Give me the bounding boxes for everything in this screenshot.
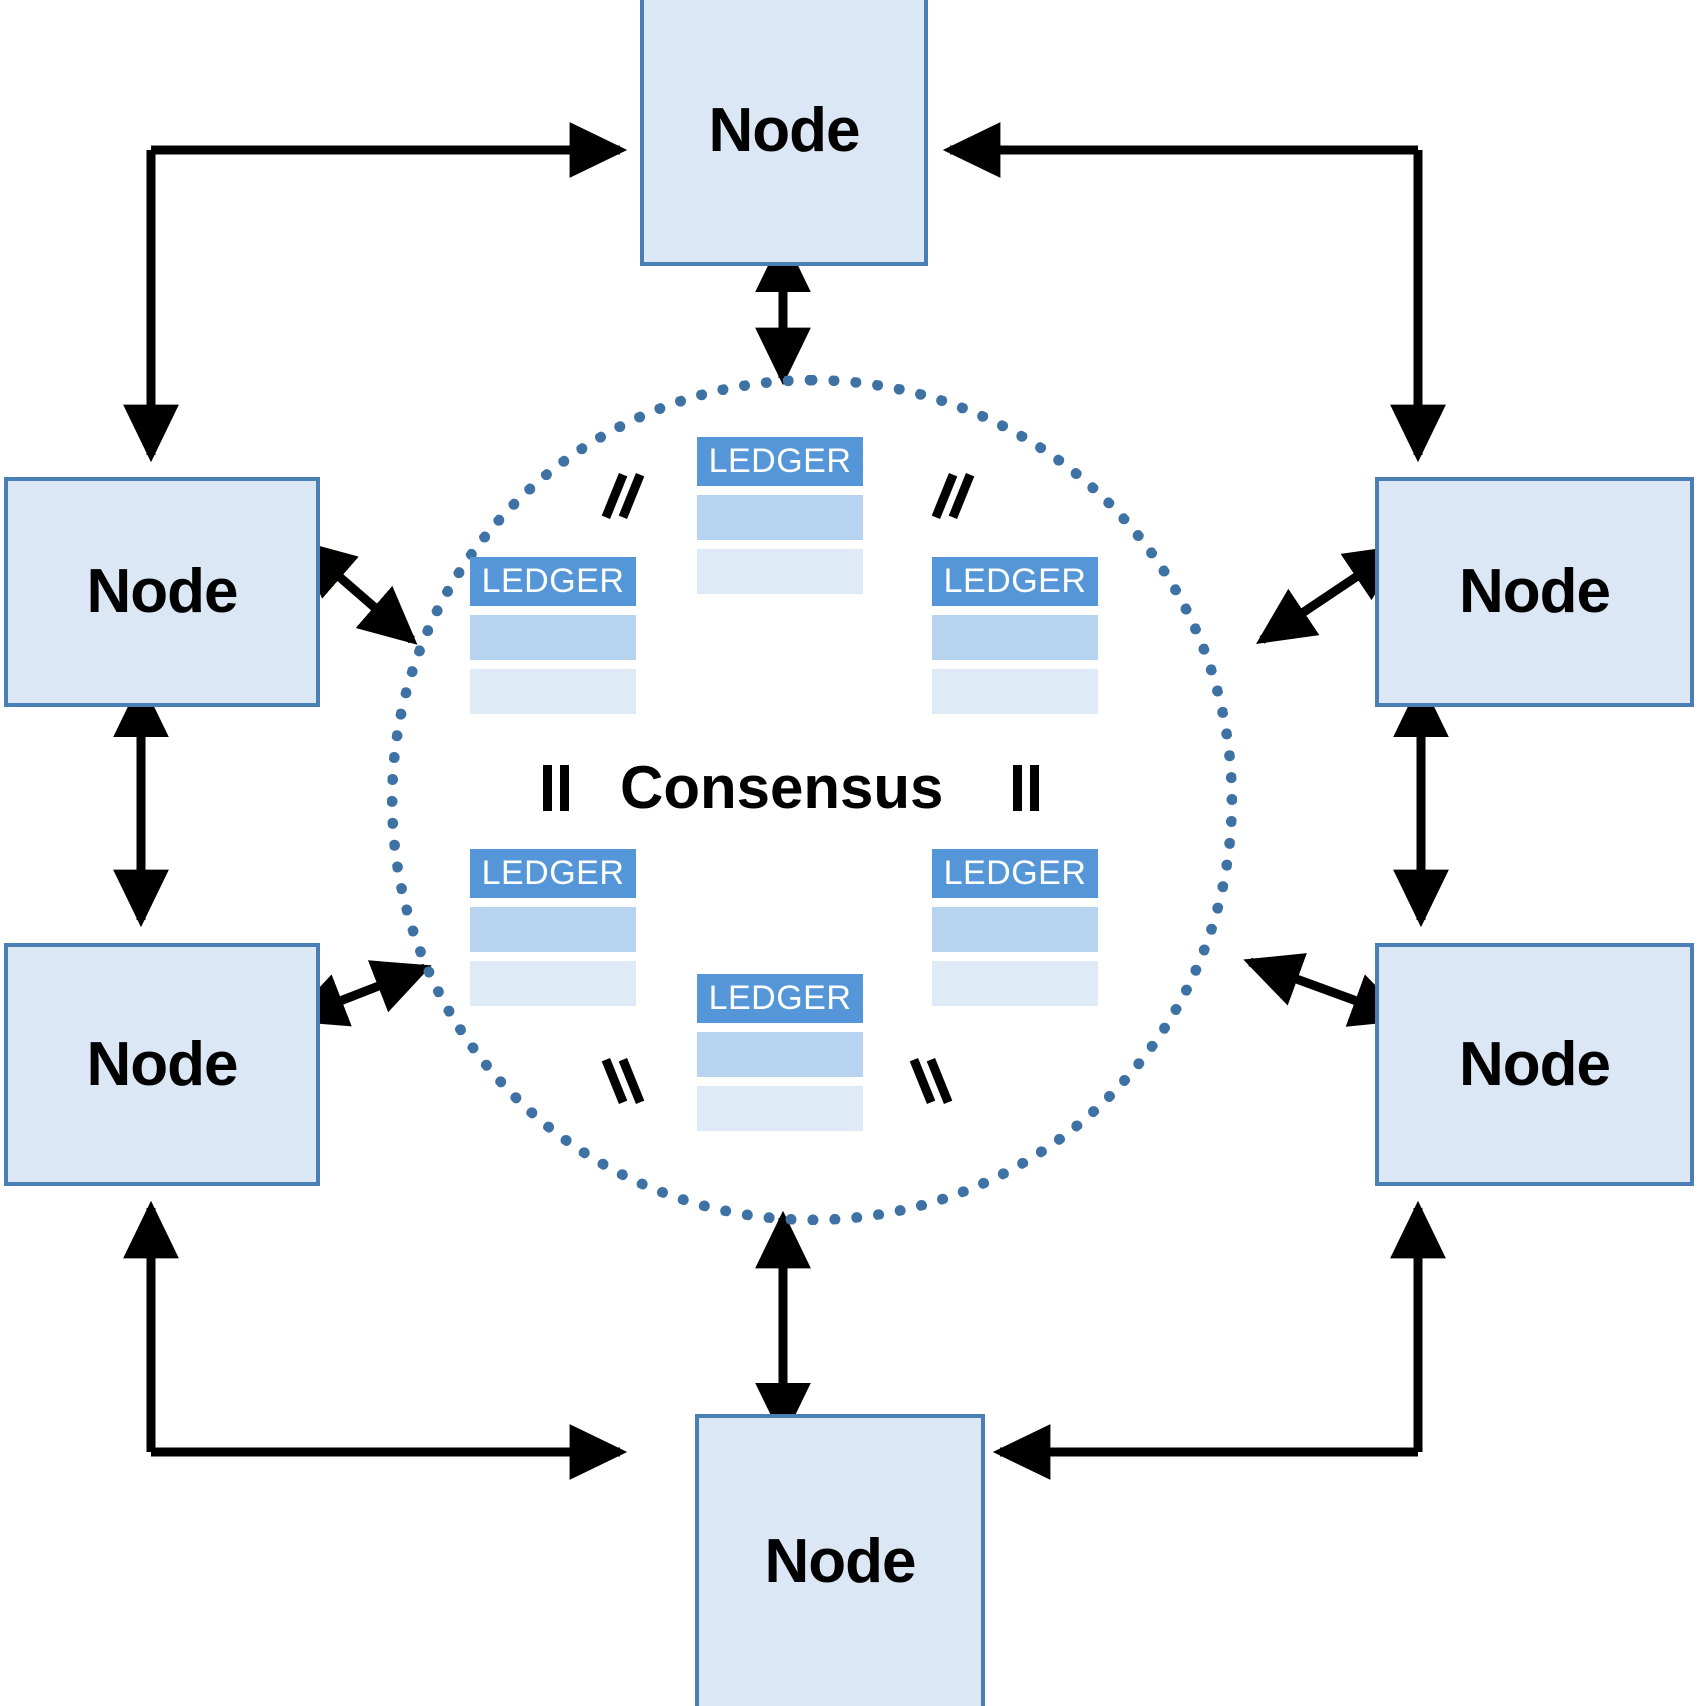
- node-right-upper[interactable]: Node: [1375, 477, 1694, 707]
- ledger-right-upper-row-2: [932, 669, 1098, 714]
- node-top-label: Node: [708, 96, 861, 165]
- ledger-bottom-title: LEDGER: [697, 974, 863, 1023]
- ledger-right-lower-row-1: [932, 907, 1098, 952]
- ledger-right-upper-row-1: [932, 615, 1098, 660]
- node-right-upper-label: Node: [1459, 557, 1611, 626]
- ledger-left-upper[interactable]: LEDGER: [470, 557, 636, 714]
- ledger-top[interactable]: LEDGER: [697, 437, 863, 594]
- ledger-right-lower-row-2: [932, 961, 1098, 1006]
- equals-mark-top-left: [600, 472, 646, 520]
- ledger-left-lower-row-2: [470, 961, 636, 1006]
- equals-mark-bottom-left: [600, 1057, 646, 1105]
- arrow-rightlower-node-to-circle: [1243, 953, 1410, 1027]
- node-bottom[interactable]: Node: [695, 1414, 985, 1706]
- consensus-label: Consensus: [620, 754, 944, 821]
- arrow-leftupper-node-to-circle: [296, 539, 418, 645]
- node-right-lower-label: Node: [1459, 1029, 1611, 1099]
- node-left-lower-label: Node: [86, 1029, 239, 1099]
- node-top[interactable]: Node: [640, 0, 928, 266]
- ledger-top-row-2: [697, 549, 863, 594]
- node-left-upper[interactable]: Node: [4, 477, 320, 707]
- ledger-left-upper-row-2: [470, 669, 636, 714]
- ledger-right-upper[interactable]: LEDGER: [932, 557, 1098, 714]
- ledger-left-lower-row-1: [470, 907, 636, 952]
- ledger-left-upper-row-1: [470, 615, 636, 660]
- ledger-left-lower[interactable]: LEDGER: [470, 849, 636, 1006]
- arrow-leftlower-node-to-circle: [288, 960, 432, 1027]
- equals-mark-mid-right: [1003, 765, 1049, 811]
- arrow-rightupper-node-to-circle: [1256, 544, 1404, 645]
- ledger-bottom-row-2: [697, 1086, 863, 1131]
- equals-mark-mid-left: [533, 765, 579, 811]
- ledger-left-upper-title: LEDGER: [470, 557, 636, 606]
- ledger-right-lower[interactable]: LEDGER: [932, 849, 1098, 1006]
- ledger-right-lower-title: LEDGER: [932, 849, 1098, 898]
- ledger-top-row-1: [697, 495, 863, 540]
- node-right-lower[interactable]: Node: [1375, 943, 1694, 1186]
- node-left-upper-label: Node: [86, 557, 239, 626]
- ledger-bottom-row-1: [697, 1032, 863, 1077]
- equals-mark-bottom-right: [908, 1057, 954, 1105]
- node-bottom-label: Node: [764, 1527, 917, 1596]
- ledger-right-upper-title: LEDGER: [932, 557, 1098, 606]
- node-left-lower[interactable]: Node: [4, 943, 320, 1186]
- equals-mark-top-right: [930, 472, 976, 520]
- ledger-bottom[interactable]: LEDGER: [697, 974, 863, 1131]
- ledger-top-title: LEDGER: [697, 437, 863, 486]
- ledger-left-lower-title: LEDGER: [470, 849, 636, 898]
- consensus-boundary-circle: [387, 375, 1237, 1225]
